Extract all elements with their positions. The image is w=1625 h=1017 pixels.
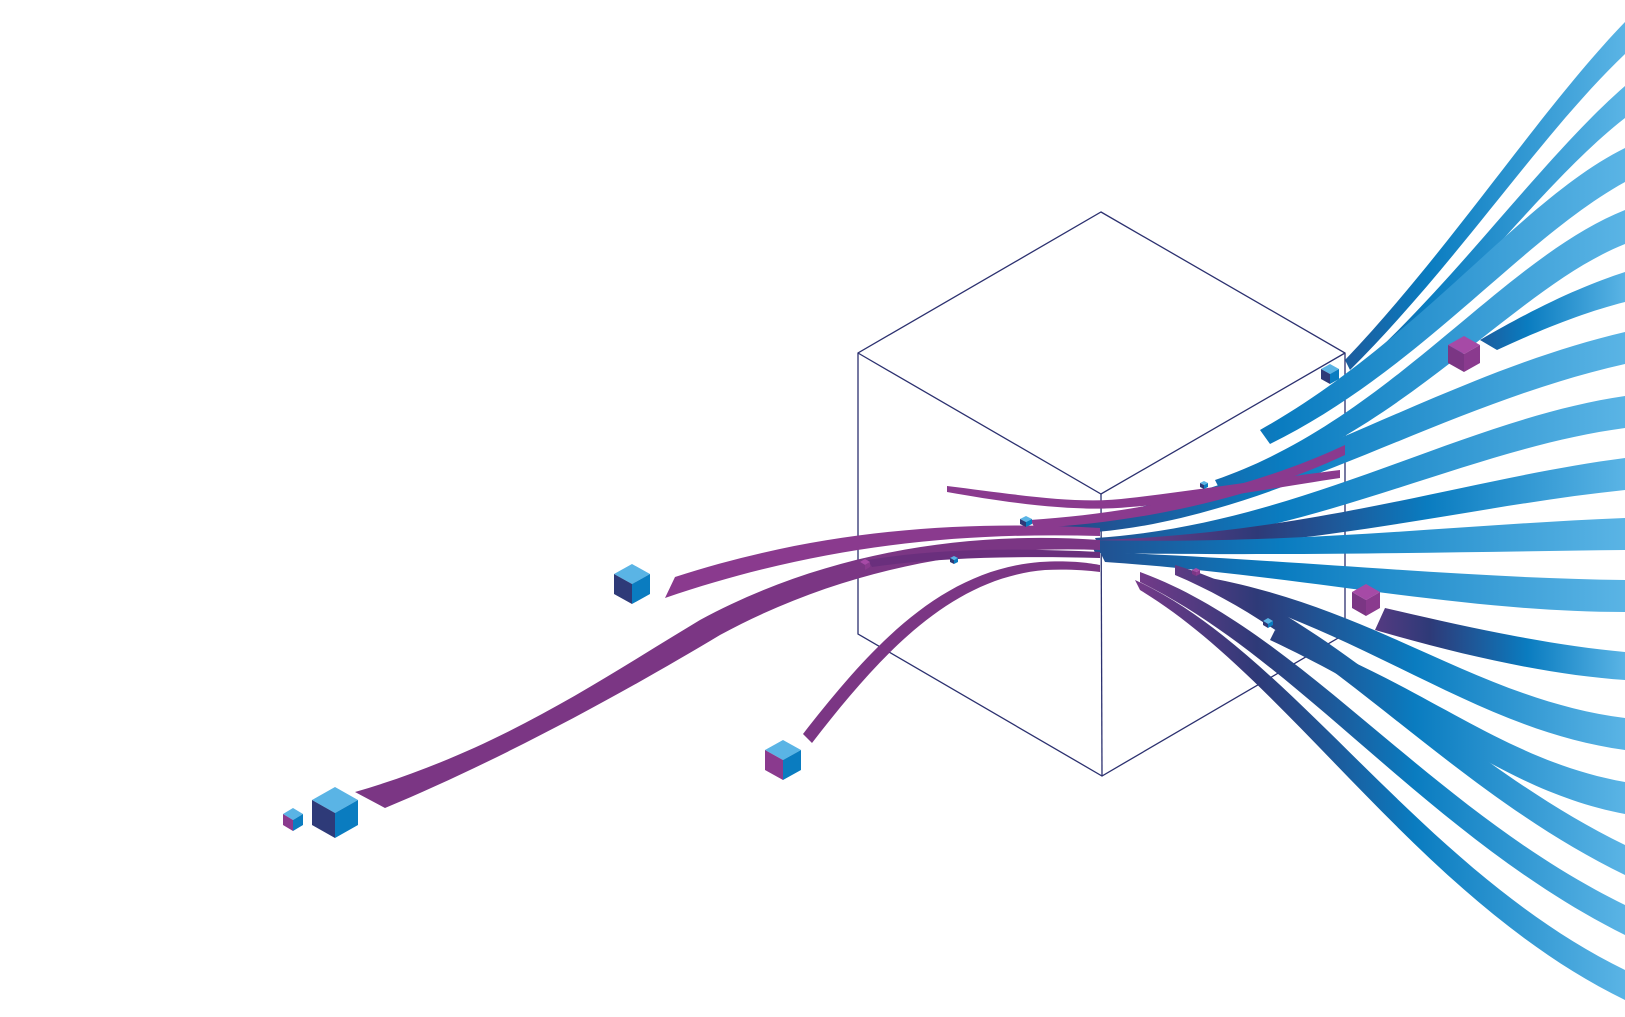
isometric-cube-icon	[312, 787, 358, 838]
isometric-cube-icon	[950, 556, 958, 564]
isometric-cube-icon	[283, 808, 303, 831]
isometric-cube-icon	[1448, 336, 1480, 372]
left-ribbons	[355, 445, 1345, 808]
isometric-cube-icon	[1200, 481, 1208, 489]
isometric-cube-icon	[860, 559, 870, 570]
isometric-cube-icon	[1352, 584, 1380, 616]
lower-ribbon-fan	[1100, 552, 1625, 1000]
isometric-cube-icon	[1192, 568, 1200, 576]
isometric-cube-icon	[614, 564, 650, 604]
isometric-cube-icon	[1020, 516, 1032, 527]
isometric-cube-icon	[1321, 364, 1339, 384]
isometric-cube-icon	[1263, 618, 1273, 628]
upper-ribbon-fan	[1045, 22, 1625, 555]
isometric-cube-icon	[765, 740, 801, 780]
